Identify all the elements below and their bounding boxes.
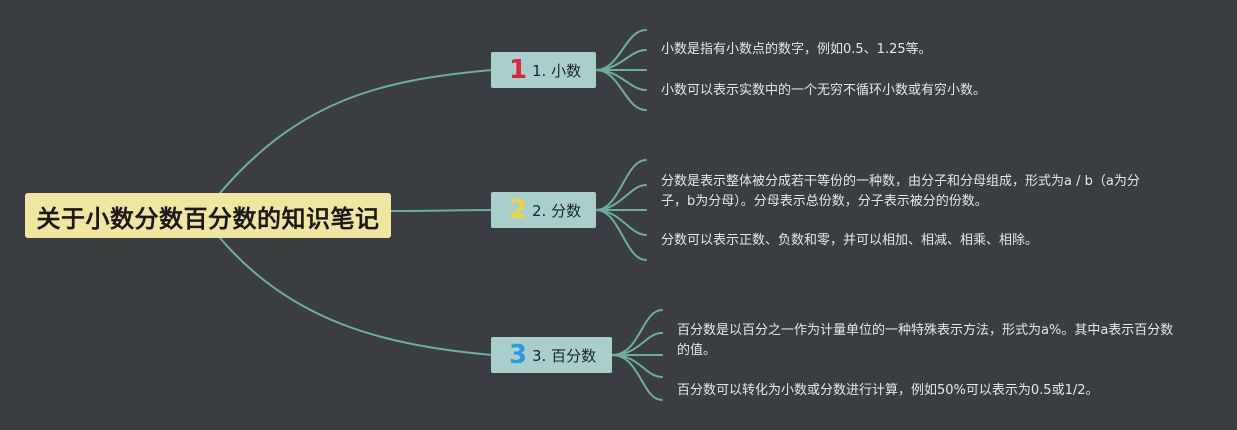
note-3-1: 百分数是以百分之一作为计量单位的一种特殊表示方法，形式为a%。其中a表示百分数的… [677, 323, 1174, 358]
note-2-1: 分数是表示整体被分成若干等份的一种数，由分子和分母组成，形式为a / b（a为分… [661, 174, 1140, 209]
topic-label: 3. 百分数 [532, 346, 597, 365]
note-2-2: 分数可以表示正数、负数和零，并可以相加、相减、相乘、相除。 [661, 233, 1039, 248]
topic-3-fan-lines [611, 309, 663, 401]
topic-node-1[interactable]: 1 1. 小数 [491, 52, 596, 88]
topic-label: 2. 分数 [532, 201, 582, 220]
root-node[interactable]: 关于小数分数百分数的知识笔记 [25, 193, 391, 238]
root-to-topic-2-line [390, 209, 493, 212]
number-1-icon: 1 [509, 55, 528, 85]
topic-node-2[interactable]: 2 2. 分数 [491, 192, 596, 228]
topic-1-fan-lines [595, 29, 647, 111]
root-title: 关于小数分数百分数的知识笔记 [36, 205, 380, 233]
root-to-topic-1-line [219, 69, 493, 194]
note-1-2: 小数可以表示实数中的一个无穷不循环小数或有穷小数。 [661, 83, 987, 98]
topic-node-3[interactable]: 3 3. 百分数 [491, 337, 612, 373]
topic-label: 1. 小数 [532, 61, 582, 80]
number-2-icon: 2 [509, 195, 528, 225]
note-1-1: 小数是指有小数点的数字，例如0.5、1.25等。 [661, 42, 932, 57]
root-to-topic-3-line [219, 237, 493, 356]
topic-2-fan-lines [595, 159, 647, 261]
note-3-2: 百分数可以转化为小数或分数进行计算，例如50%可以表示为0.5或1/2。 [677, 383, 1099, 398]
number-3-icon: 3 [509, 340, 528, 370]
